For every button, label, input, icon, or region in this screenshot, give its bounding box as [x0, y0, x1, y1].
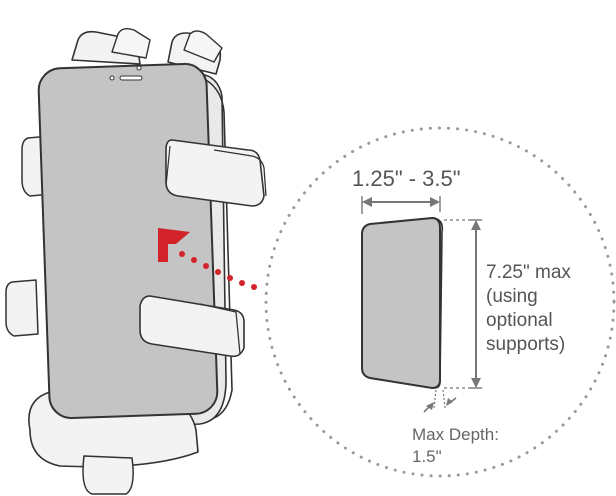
phone-body: [37, 62, 219, 420]
phone-sensor: [136, 65, 142, 71]
depth-dimension: [423, 389, 457, 413]
detail-circle: [264, 126, 616, 478]
right-upper-grip-arm: [165, 139, 267, 207]
height-dimension: [444, 219, 482, 389]
device-front: [361, 216, 441, 390]
height-max-label: 7.25" max (using optional supports): [486, 262, 576, 355]
phone-holder-illustration: [5, 27, 267, 495]
chevron-corner-arrow-icon: [158, 228, 190, 262]
phone-earpiece: [119, 75, 143, 81]
phone-side-edge: [205, 79, 233, 419]
right-lower-grip-arm: [139, 295, 245, 358]
red-dotted-leader: [179, 251, 257, 290]
max-depth-label: Max Depth: 1.5": [412, 425, 504, 466]
detail-callout: 1.25" - 3.5" 7.25" max (using optional s…: [264, 126, 616, 478]
phone-camera: [109, 75, 115, 81]
width-dimension: [361, 196, 441, 214]
width-range-label: 1.25" - 3.5": [352, 166, 461, 191]
